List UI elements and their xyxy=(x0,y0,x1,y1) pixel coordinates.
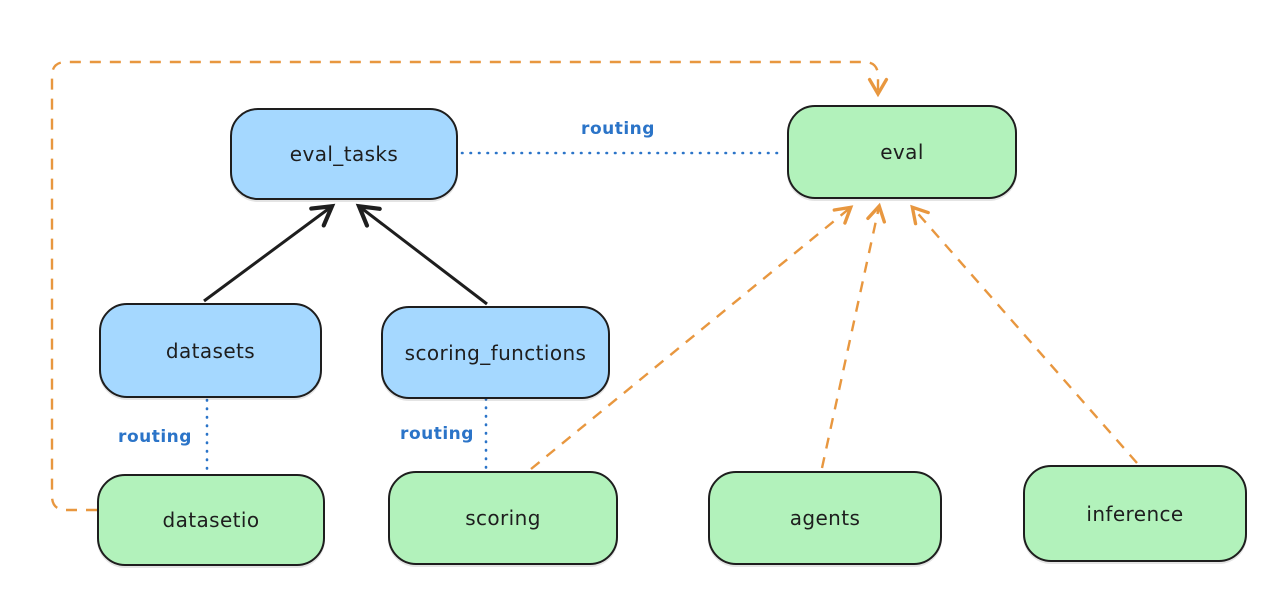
edge-scoring-functions-to-eval-tasks xyxy=(355,203,488,306)
node-agents-label: agents xyxy=(789,506,861,530)
edge-datasets-to-eval-tasks xyxy=(203,203,336,303)
routing-label-datasets-datasetio: routing xyxy=(115,427,195,447)
node-scoring: scoring xyxy=(388,471,618,565)
node-datasetio-label: datasetio xyxy=(162,508,260,532)
node-agents: agents xyxy=(708,471,942,565)
node-inference-label: inference xyxy=(1086,501,1184,526)
edge-inference-to-eval xyxy=(910,204,1138,464)
edge-agents-to-eval xyxy=(820,202,887,469)
node-scoring-functions: scoring_functions xyxy=(381,306,610,399)
edge-scoring-to-eval xyxy=(530,205,854,470)
edge-datasetio-to-eval-around-top-left xyxy=(50,60,889,512)
routing-label-eval-tasks-eval: routing xyxy=(578,119,658,139)
routing-label-scoring-functions-scoring: routing xyxy=(397,424,477,444)
node-datasets-label: datasets xyxy=(165,338,256,363)
node-eval-label: eval xyxy=(880,140,924,164)
node-scoring-functions-label: scoring_functions xyxy=(404,340,587,365)
node-eval-tasks: eval_tasks xyxy=(230,108,458,200)
node-scoring-label: scoring xyxy=(465,506,541,530)
node-datasetio: datasetio xyxy=(97,474,325,566)
node-eval: eval xyxy=(787,105,1017,199)
node-datasets: datasets xyxy=(99,303,322,398)
node-inference: inference xyxy=(1023,465,1247,562)
node-eval-tasks-label: eval_tasks xyxy=(289,142,399,166)
